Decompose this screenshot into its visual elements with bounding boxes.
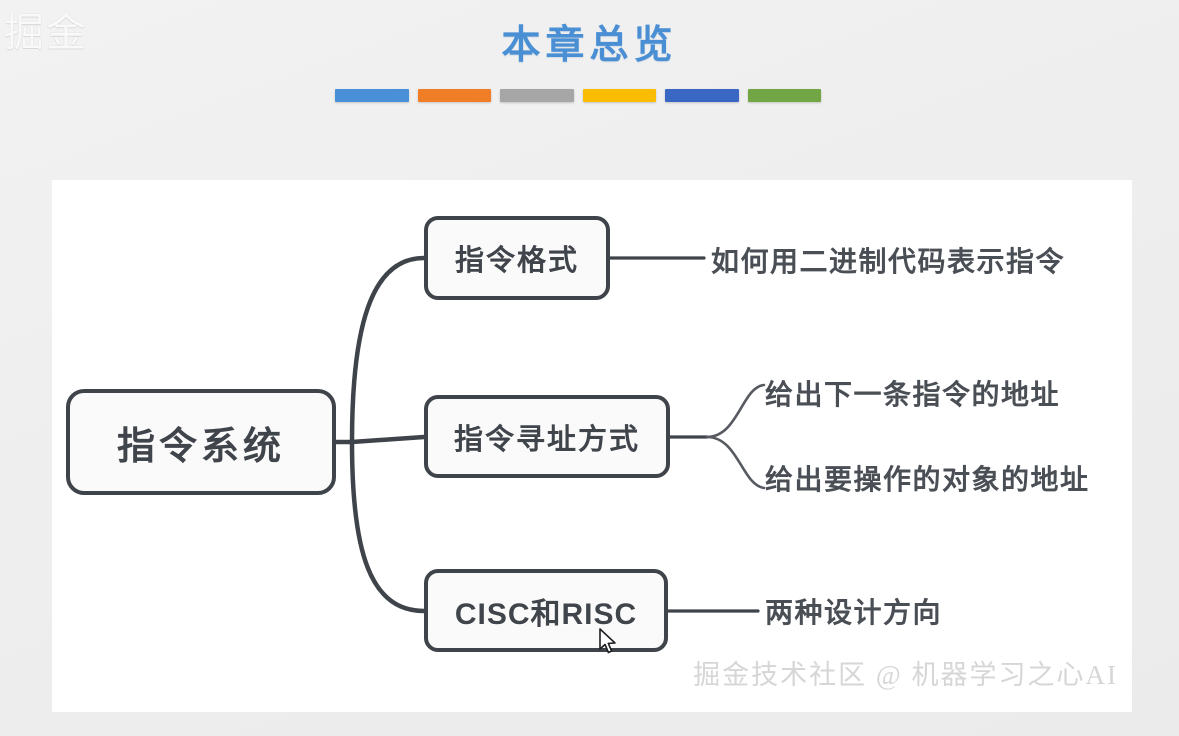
accent-bar-orange [417,89,491,102]
mindmap-leaf-operand-address: 给出要操作的对象的地址 [765,464,1090,495]
accent-bar-green [747,89,821,102]
page-title: 本章总览 [501,24,678,67]
connector-root-to-addressing [349,434,427,445]
mindmap-leaf-binary-representation: 如何用二进制代码表示指令 [711,246,1066,277]
corner-watermark: 掘金 [4,10,88,55]
watermark-text: 掘金技术社区 @ 机器学习之心AI [693,660,1118,690]
mindmap-node-instruction-format[interactable]: 指令格式 [424,216,610,300]
connector-root-to-cisc [349,439,427,614]
mindmap-leaf-next-instruction-address: 给出下一条指令的地址 [765,379,1061,410]
accent-bar-strip [335,89,821,102]
accent-bar-gray [500,89,574,102]
mindmap-node-addressing-mode[interactable]: 指令寻址方式 [424,395,670,478]
accent-bar-blue [335,89,409,102]
mindmap-node-root[interactable]: 指令系统 [66,389,336,495]
connector-root-to-format [349,255,427,445]
accent-bar-yellow [582,89,656,102]
connector-addressing-to-leaf-operand [705,435,766,490]
mindmap-canvas: 指令系统 指令格式 指令寻址方式 CISC和RISC 如何用二进制代码表示指令 … [52,180,1132,712]
mindmap-leaf-design-directions: 两种设计方向 [765,597,943,628]
mindmap-node-cisc-risc[interactable]: CISC和RISC [424,569,668,652]
connector-addressing-to-leaf-next [705,383,766,439]
mindmap-connectors [333,255,766,614]
accent-bar-dark-blue [665,89,739,102]
